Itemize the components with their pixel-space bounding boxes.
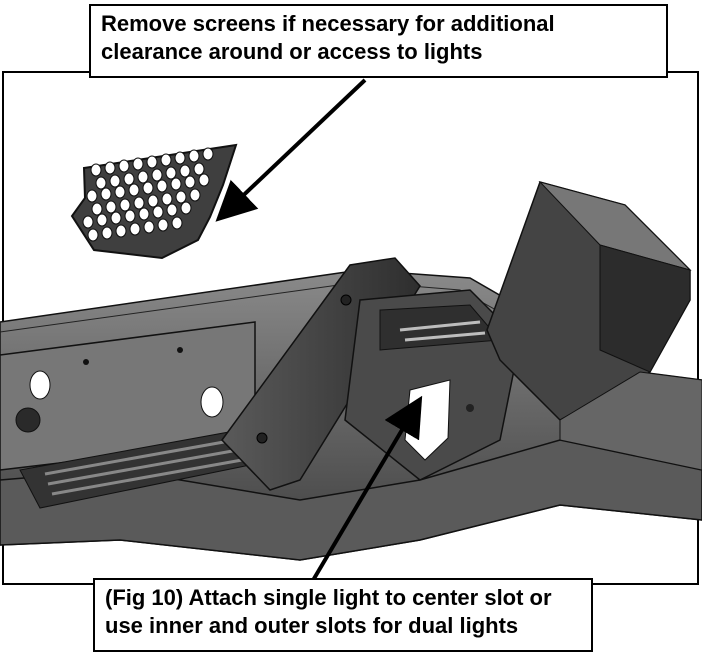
callout-bottom-line-1: (Fig 10) Attach single light to center s…: [105, 585, 552, 610]
screen-hole: [123, 172, 135, 186]
callout-top-line-2: clearance around or access to lights: [101, 39, 483, 64]
screen-hole: [170, 177, 182, 191]
screen-hole: [171, 216, 183, 230]
callout-attach-light: (Fig 10) Attach single light to center s…: [93, 578, 593, 652]
screen-hole: [166, 203, 178, 217]
arrow-bottom: [310, 395, 423, 584]
screen-holes: [82, 147, 214, 242]
screen-hole: [133, 196, 145, 210]
screen-hole: [86, 189, 98, 203]
screen-hole: [160, 153, 172, 167]
screen-hole: [147, 194, 159, 208]
screen-hole: [180, 201, 192, 215]
callout-bottom-line-2: use inner and outer slots for dual light…: [105, 613, 519, 638]
arrow-top: [215, 78, 367, 222]
screen-hole: [87, 228, 99, 242]
screen-hole: [151, 168, 163, 182]
screen-hole: [188, 149, 200, 163]
screen-hole: [82, 215, 94, 229]
screen-hole: [90, 163, 102, 177]
screen-hole: [161, 192, 173, 206]
screen-hole: [129, 222, 141, 236]
screen-hole: [118, 159, 130, 173]
screen-hole: [152, 205, 164, 219]
screen-hole: [132, 157, 144, 171]
screen-hole: [165, 166, 177, 180]
screen-hole: [189, 188, 201, 202]
screen-hole: [202, 147, 214, 161]
screen-hole: [138, 207, 150, 221]
screen-hole: [128, 183, 140, 197]
screen-hole: [137, 170, 149, 184]
screen-hole: [110, 211, 122, 225]
top-slots: [399, 320, 486, 342]
grille-slots: [44, 438, 243, 496]
screen-hole: [96, 213, 108, 227]
screen-hole: [157, 218, 169, 232]
screen-hole: [198, 173, 210, 187]
screen-hole: [95, 176, 107, 190]
screen-hole: [174, 151, 186, 165]
screen-hole: [124, 209, 136, 223]
screen-hole: [114, 185, 126, 199]
screen-hole: [101, 226, 113, 240]
screen-hole: [184, 175, 196, 189]
screen-hole: [146, 155, 158, 169]
screen-hole: [119, 198, 131, 212]
honeycomb-screen-icon: [70, 143, 238, 260]
screen-hole: [179, 164, 191, 178]
screen-hole: [100, 187, 112, 201]
screen-hole: [142, 181, 154, 195]
screen-hole: [143, 220, 155, 234]
screen-hole: [156, 179, 168, 193]
screen-hole: [91, 202, 103, 216]
screen-hole: [115, 224, 127, 238]
screen-hole: [109, 174, 121, 188]
screen-hole: [193, 162, 205, 176]
screen-hole: [175, 190, 187, 204]
screen-hole: [104, 161, 116, 175]
screen-hole: [105, 200, 117, 214]
callout-remove-screens: Remove screens if necessary for addition…: [89, 4, 668, 78]
callout-top-line-1: Remove screens if necessary for addition…: [101, 11, 555, 36]
